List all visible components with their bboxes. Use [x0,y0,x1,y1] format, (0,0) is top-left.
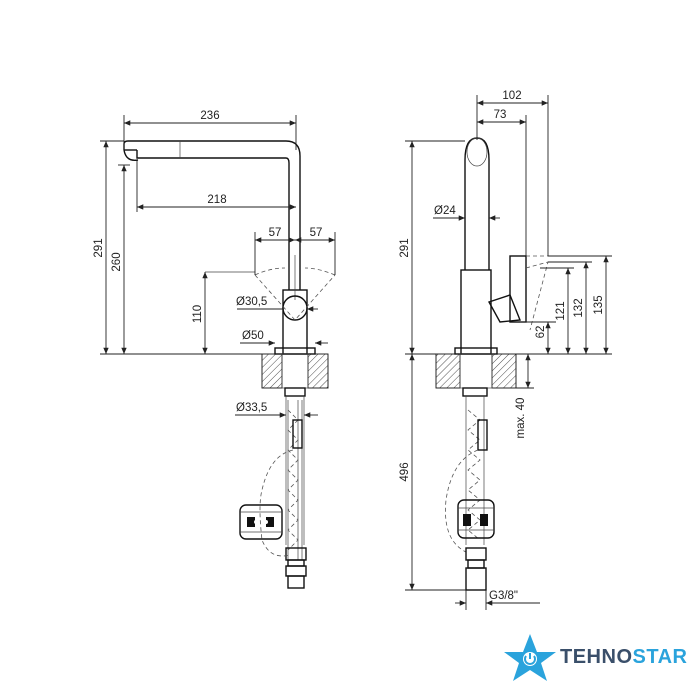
front-countertop-right [307,353,329,389]
dim-side-depth-total: 102 [502,90,521,102]
dim-side-depth-spout: 73 [494,109,507,121]
dim-side-lever-132: 132 [573,298,585,317]
brand-name-part2: STAR [632,646,688,668]
dim-front-height-total: 291 [93,238,105,257]
brand-name-part1: TEHNO [560,646,633,668]
dim-front-swivel-left: 57 [269,227,282,239]
star-icon [504,634,556,681]
dim-side-hose-length: 496 [399,462,411,481]
dim-side-lever-135: 135 [593,295,605,314]
front-hoses [285,400,307,589]
dim-side-height-total: 291 [399,238,411,257]
dim-side-lever-121: 121 [555,301,567,320]
tehnostar-logo [504,634,556,681]
side-pullout-hose [445,449,479,553]
dim-side-max-counter: max. 40 [515,398,527,439]
dim-front-height-spout: 260 [111,252,123,271]
front-pullout-hose [259,449,294,557]
front-faucet-body [123,140,316,355]
side-countertop-left [435,353,461,389]
dim-side-spout-dia: Ø24 [434,205,456,217]
side-countertop-right [491,353,517,389]
dim-front-body-dia: Ø30,5 [236,296,267,308]
tehnostar-wordmark: TEHNOSTAR [560,646,687,669]
front-view: 236 218 57 57 291 260 110 Ø30,5 Ø50 [93,110,336,589]
dim-front-spout-reach: 218 [207,194,226,206]
front-countertop-left [261,353,283,389]
side-view: 102 73 Ø24 291 496 62 121 132 135 [399,90,612,610]
dim-front-shank-dia: Ø33,5 [236,402,267,414]
dim-front-swivel-right: 57 [310,227,323,239]
dim-side-thread: G3/8" [489,590,518,602]
dim-side-lever-62: 62 [535,326,547,339]
front-hose-weight [239,504,283,540]
side-hose-weight [457,499,495,539]
front-swivel-arc [254,274,336,321]
dim-front-handle-height: 110 [192,305,204,323]
dim-front-width: 236 [200,110,219,122]
dim-front-base-dia: Ø50 [242,330,264,342]
